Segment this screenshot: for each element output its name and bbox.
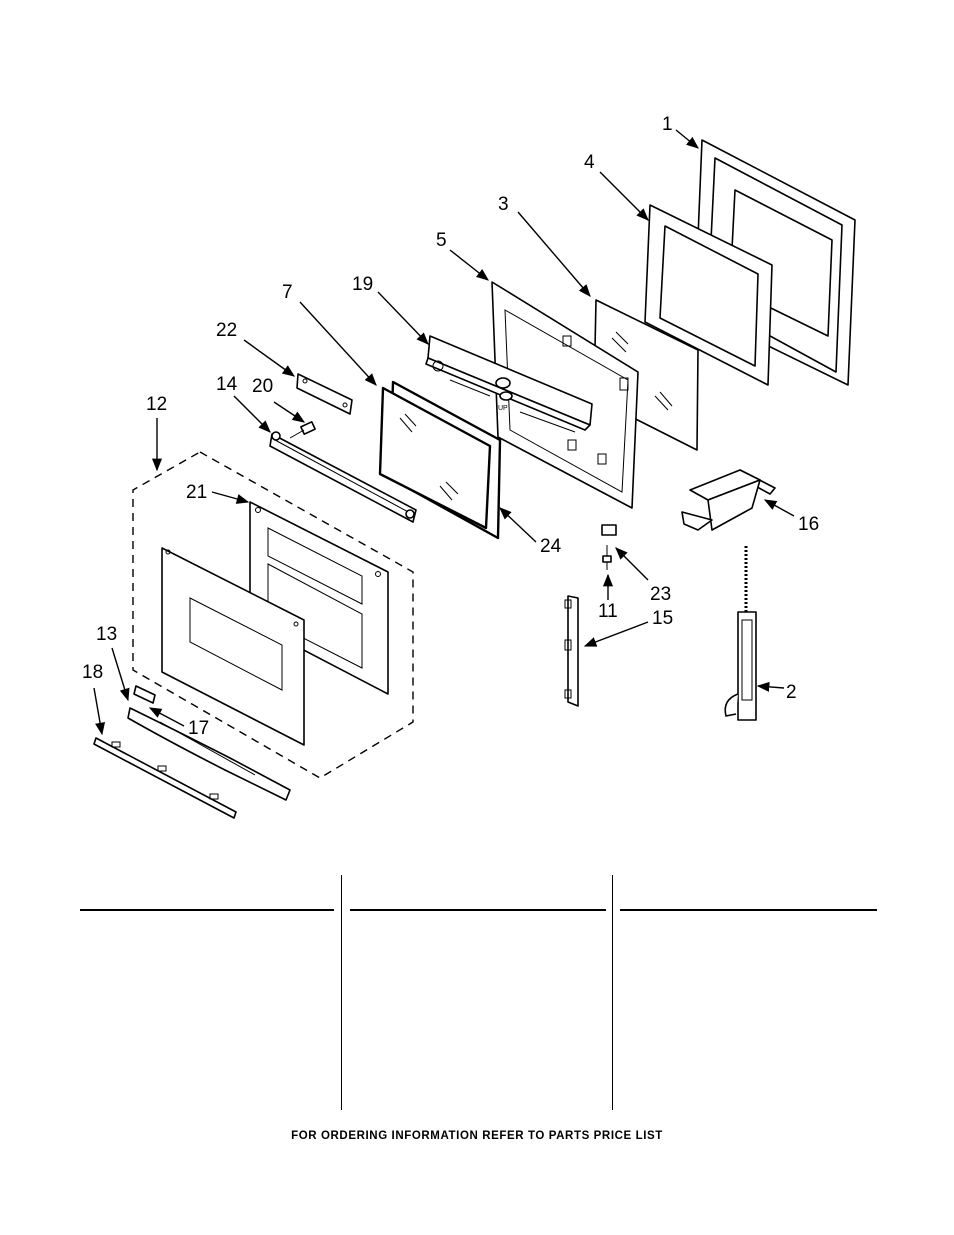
column-divider-2	[612, 875, 613, 1110]
part-channel-14	[269, 431, 417, 523]
door-up-marking: UP	[498, 405, 508, 412]
exploded-parts-diagram: UP	[82, 114, 856, 819]
part-clip-23	[601, 524, 617, 536]
column-3-header-rule	[620, 909, 877, 911]
callout-2: 2	[786, 682, 797, 703]
part-small-block-17	[133, 685, 156, 704]
callout-1: 1	[662, 114, 673, 135]
callout-11: 11	[598, 601, 618, 622]
callout-24: 24	[540, 536, 562, 557]
callout-23: 23	[650, 584, 671, 605]
callout-20: 20	[252, 376, 273, 397]
callout-18: 18	[82, 662, 103, 683]
part-screw-20	[289, 421, 316, 439]
callout-21: 21	[186, 482, 207, 503]
callout-13: 13	[96, 624, 117, 645]
part-hinge-receiver-15	[564, 595, 579, 707]
callout-16: 16	[798, 514, 819, 535]
part-hinge-bracket-16	[681, 469, 776, 531]
callout-14: 14	[216, 374, 238, 395]
part-glass-pane-7	[378, 386, 492, 530]
ordering-info-footer: FOR ORDERING INFORMATION REFER TO PARTS …	[291, 1130, 663, 1142]
part-screw-11	[602, 545, 612, 570]
callout-5: 5	[436, 230, 447, 251]
part-hinge-2	[724, 546, 757, 721]
column-divider-1	[341, 875, 342, 1110]
leader-lines	[93, 129, 795, 736]
part-handle-trim-18	[93, 737, 237, 819]
part-door-gasket	[644, 204, 773, 386]
part-outer-door-glass	[161, 547, 305, 746]
callout-4: 4	[584, 152, 595, 173]
callout-19: 19	[352, 274, 373, 295]
callout-3: 3	[498, 194, 509, 215]
column-1-header-rule	[80, 909, 334, 911]
part-handle-13	[127, 707, 291, 801]
callout-17: 17	[188, 718, 209, 739]
part-outer-door-assembly	[132, 451, 414, 779]
part-vent-baffle: UP	[425, 335, 593, 433]
column-2-header-rule	[350, 909, 606, 911]
callout-15: 15	[652, 608, 673, 629]
callout-7: 7	[282, 282, 293, 303]
callout-labels: 1 2 3 4 5 7 11 12 13 14 15 16 17 18 19 2…	[82, 114, 819, 739]
part-small-bracket	[296, 373, 353, 415]
callout-22: 22	[216, 320, 237, 341]
callout-12: 12	[146, 394, 167, 415]
